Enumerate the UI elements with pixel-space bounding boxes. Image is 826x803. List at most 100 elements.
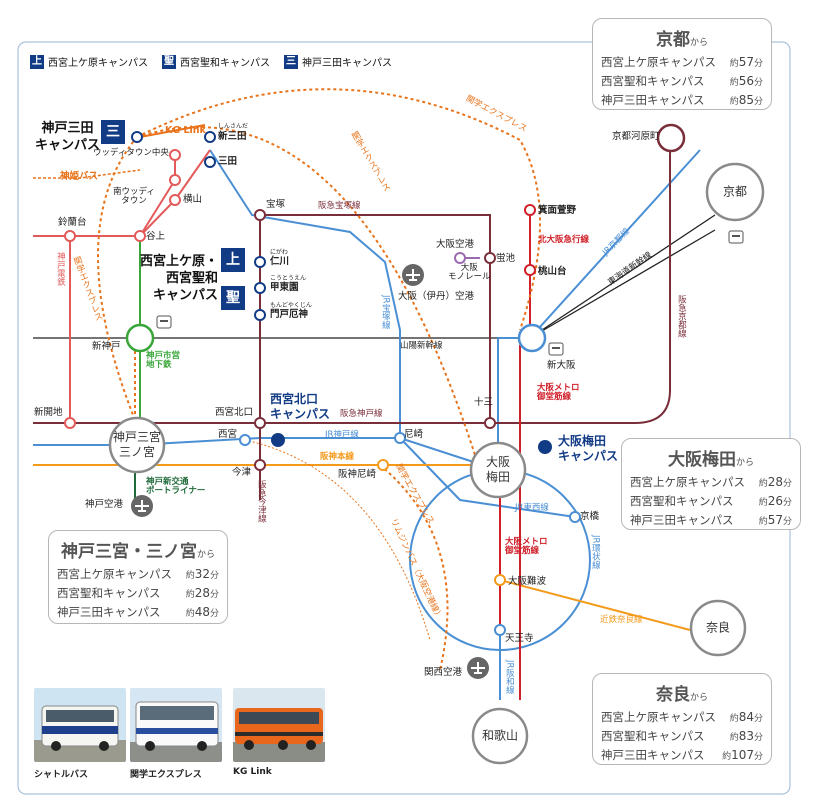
station-minami-woody bbox=[169, 174, 181, 186]
box-row: 神戸三田キャンパス約85分 bbox=[601, 93, 763, 107]
ticket-icon-sannomiya bbox=[156, 315, 172, 329]
sannomiya-hub bbox=[108, 416, 166, 474]
shinki-bus-route bbox=[33, 169, 141, 179]
station-label: 大阪（伊丹）空港 bbox=[398, 291, 475, 302]
station-ruby: にがわ bbox=[270, 249, 288, 256]
station-label: 門戸厄神 bbox=[270, 309, 309, 320]
station-label: 仁川 bbox=[270, 256, 290, 267]
sanda-campus-name[interactable]: 神戸三田 キャンパス bbox=[35, 121, 101, 153]
travel-time-box-nara: 奈良から 西宮上ケ原キャンパス約84分 西宮聖和キャンパス約83分 神戸三田キャ… bbox=[592, 673, 772, 765]
line-label-hankyu-takarazuka: 阪急宝塚線 bbox=[318, 201, 361, 211]
station-label: 新大阪 bbox=[547, 360, 576, 371]
kglink-bus-photo bbox=[233, 688, 325, 762]
station-hanshin-amagasaki bbox=[377, 459, 389, 471]
station-ruby: もんどやくじん bbox=[270, 302, 312, 309]
line-label-hanshin: 阪神本線 bbox=[320, 452, 355, 462]
station-ruby: しんさんだ bbox=[218, 123, 249, 130]
station-dots bbox=[64, 131, 581, 636]
station-ruby: こうとうえん bbox=[270, 275, 307, 282]
photo-caption: シャトルバス bbox=[34, 770, 89, 780]
box-row: 西宮上ケ原キャンパス約32分 bbox=[57, 567, 219, 581]
line-label-jr-takarazuka: JR宝塚線 bbox=[380, 295, 391, 329]
legend-label: 西宮聖和キャンパス bbox=[180, 58, 270, 69]
box-row: 西宮聖和キャンパス約83分 bbox=[601, 729, 763, 743]
hub-nara-label: 奈良 bbox=[705, 620, 731, 635]
box-row: 神戸三田キャンパス約107分 bbox=[601, 748, 763, 762]
hankyu-kobe-kyoto-line bbox=[33, 140, 671, 424]
station-label: 尼崎 bbox=[404, 429, 424, 440]
airplane-icon-kansai bbox=[467, 657, 489, 679]
box-title: 神戸三宮・三ノ宮から bbox=[60, 542, 215, 562]
station-label: 大阪 モノレール bbox=[448, 263, 491, 283]
station-label: 今津 bbox=[232, 467, 252, 478]
legend-badge: 三 bbox=[284, 54, 298, 69]
kglink-route bbox=[139, 124, 206, 138]
ticket-icon-kyoto bbox=[728, 230, 744, 244]
tokaido-shinkansen-line bbox=[529, 229, 716, 339]
station-mondoyakujin bbox=[254, 309, 266, 321]
kitaguchi-campus-name[interactable]: 西宮北口 キャンパス bbox=[270, 392, 331, 421]
station-label: 新開地 bbox=[34, 407, 63, 418]
line-label-kobe-dentetsu: 神戸電鉄 bbox=[55, 252, 66, 286]
box-row: 西宮聖和キャンパス約28分 bbox=[57, 586, 219, 600]
station-label: 西宮北口 bbox=[215, 407, 254, 418]
station-label: 谷上 bbox=[146, 231, 166, 242]
station-label: 十三 bbox=[474, 397, 494, 408]
station-label: 南ウッディ タウン bbox=[113, 187, 155, 207]
legend-badge: 聖 bbox=[162, 54, 176, 69]
travel-time-box-kyoto: 京都から 西宮上ケ原キャンパス約57分 西宮聖和キャンパス約56分 神戸三田キャ… bbox=[592, 18, 772, 110]
station-woody-chuo bbox=[169, 149, 181, 161]
station-label: 鈴蘭台 bbox=[58, 217, 87, 228]
box-row: 西宮上ケ原キャンパス約28分 bbox=[630, 475, 792, 489]
line-label-shinki: 神姫バス bbox=[60, 171, 99, 182]
station-label: 蛍池 bbox=[496, 253, 516, 264]
legend-label: 神戸三田キャンパス bbox=[302, 58, 392, 69]
station-nishinomiya-kitaguchi bbox=[254, 417, 266, 429]
station-label: 大阪空港 bbox=[436, 239, 475, 250]
uegahara-campus-badge: 上 bbox=[221, 248, 245, 272]
sanda-campus-marker bbox=[131, 131, 143, 143]
station-label: 京都河原町 bbox=[612, 131, 660, 142]
station-imazu bbox=[254, 459, 266, 471]
umeda-campus-name[interactable]: 大阪梅田 キャンパス bbox=[558, 434, 619, 463]
photo-caption: 関学エクスプレス bbox=[130, 770, 202, 780]
box-row: 西宮聖和キャンパス約56分 bbox=[601, 74, 763, 88]
station-label: 阪神尼崎 bbox=[338, 469, 377, 480]
station-label: 関西空港 bbox=[424, 667, 463, 678]
shin-osaka-hub bbox=[517, 323, 547, 353]
line-label-kita-osaka: 北大阪急行線 bbox=[538, 235, 590, 245]
station-namba bbox=[494, 574, 506, 586]
line-label-hankyu-kyoto: 阪急京都線 bbox=[676, 295, 687, 338]
kangaku-express-route-umeda bbox=[136, 126, 476, 456]
line-label-jr-tozai: JR東西線 bbox=[515, 503, 549, 513]
nara-hub bbox=[689, 599, 747, 657]
umeda-campus-marker bbox=[538, 440, 552, 454]
station-label: 神戸空港 bbox=[85, 499, 124, 510]
umeda-hub bbox=[469, 441, 527, 499]
station-label: 宝塚 bbox=[266, 199, 286, 210]
photo-caption: KG Link bbox=[233, 767, 272, 777]
line-label-midosuji: 大阪メトロ 御堂筋線 bbox=[505, 537, 548, 557]
line-label-hankyu-kobe: 阪急神戸線 bbox=[340, 409, 383, 419]
hub-kyoto-label: 京都 bbox=[722, 184, 748, 199]
station-yokoyama bbox=[169, 194, 181, 206]
kyoto-hub bbox=[705, 162, 765, 222]
station-sanda bbox=[204, 156, 216, 168]
kitaguchi-campus-marker bbox=[271, 433, 285, 447]
station-suzurandai bbox=[64, 230, 76, 242]
line-label-midosuji: 大阪メトロ 御堂筋線 bbox=[537, 383, 580, 403]
kangaku-express-route-kyoto bbox=[136, 88, 541, 331]
box-row: 神戸三田キャンパス約57分 bbox=[630, 513, 792, 527]
box-row: 神戸三田キャンパス約48分 bbox=[57, 605, 219, 619]
kobe-dentetsu-line bbox=[33, 149, 211, 237]
line-label-kobe-subway: 神戸市営 地下鉄 bbox=[146, 351, 181, 371]
station-label: 箕面萱野 bbox=[538, 205, 577, 216]
uegahara-campus-name[interactable]: 西宮上ケ原・ 西宮聖和 キャンパス bbox=[140, 254, 219, 303]
jr-takarazuka-line bbox=[209, 149, 401, 438]
hub-umeda-label: 大阪 梅田 bbox=[485, 455, 511, 484]
airplane-icon-itami bbox=[402, 264, 424, 286]
line-label-portliner: 神戸新交通 ポートライナー bbox=[146, 477, 206, 497]
legend-item-sanda: 三神戸三田キャンパス bbox=[284, 54, 392, 69]
station-label: 新三田 bbox=[218, 131, 247, 142]
